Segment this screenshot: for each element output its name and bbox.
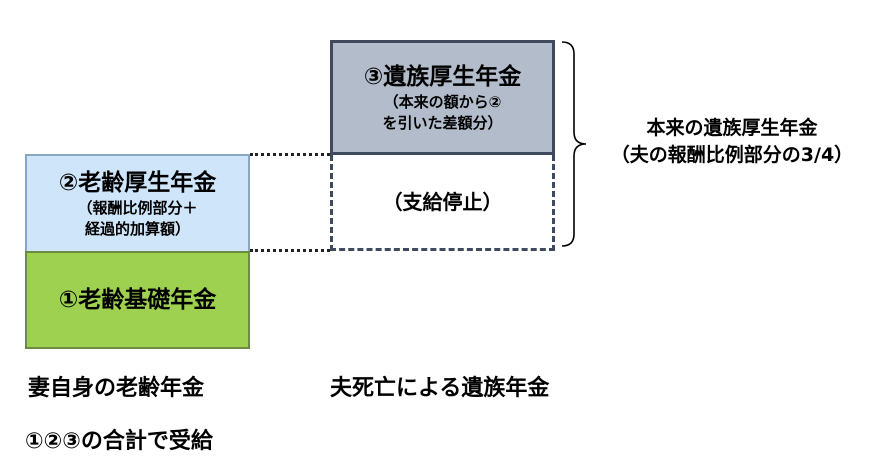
husband-survivor-caption: 夫死亡による遺族年金 xyxy=(330,376,550,401)
dotted-connector-top xyxy=(250,153,330,156)
survivor-employee-pension-title: ③遺族厚生年金 xyxy=(363,63,522,90)
old-age-basic-pension-title: ①老齢基礎年金 xyxy=(58,287,217,313)
old-age-employee-pension-box: ②老齢厚生年金 （報酬比例部分＋ 経過的加算額） xyxy=(25,154,250,251)
payment-suspended-box: （支給停止） xyxy=(330,155,555,251)
right-curly-brace xyxy=(561,41,587,247)
survivor-employee-pension-box: ③遺族厚生年金 （本来の額から② を引いた差額分） xyxy=(330,40,555,155)
total-receipt-caption: ①②③の合計で受給 xyxy=(25,429,213,454)
full-survivor-pension-label: 本来の遺族厚生年金 （夫の報酬比例部分の3/4） xyxy=(592,115,872,169)
full-survivor-pension-line-1: 本来の遺族厚生年金 xyxy=(646,117,818,139)
wife-pension-caption: 妻自身の老齢年金 xyxy=(28,376,205,401)
old-age-employee-pension-title: ②老齢厚生年金 xyxy=(58,169,217,196)
survivor-employee-pension-note-2: を引いた差額分） xyxy=(382,113,503,132)
dotted-connector-bottom xyxy=(250,249,330,252)
full-survivor-pension-line-2: （夫の報酬比例部分の3/4） xyxy=(610,144,854,166)
payment-suspended-label: （支給停止） xyxy=(382,189,503,214)
old-age-employee-pension-note-2: 経過的加算額） xyxy=(84,219,190,238)
old-age-employee-pension-note-1: （報酬比例部分＋ xyxy=(77,198,198,217)
old-age-basic-pension-box: ①老齢基礎年金 xyxy=(25,251,250,349)
survivor-employee-pension-note-1: （本来の額から② xyxy=(383,92,502,111)
